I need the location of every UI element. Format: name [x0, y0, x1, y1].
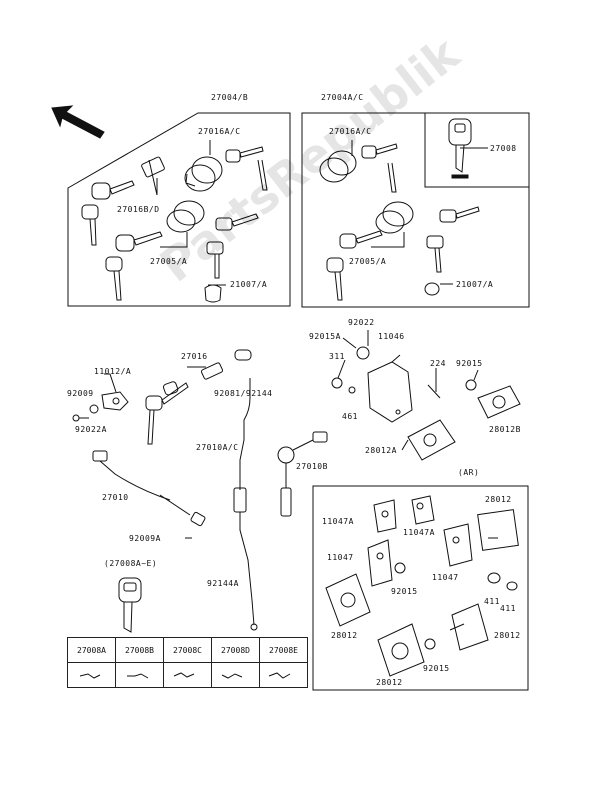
label-28012b: 28012B	[489, 425, 521, 434]
label-28012a: 28012A	[365, 446, 397, 455]
lock-cylinder-icon	[141, 146, 268, 303]
label-ar-28012-top: 28012	[485, 495, 512, 504]
key-table-header: 27008B	[115, 637, 164, 663]
key-cut-icon	[67, 662, 116, 688]
label-27008a-e: (27008A~E)	[104, 559, 158, 568]
reflector-28012b-icon	[477, 385, 521, 419]
label-27010a-c: 27010A/C	[196, 443, 239, 452]
ignition-switch-cable-icon	[233, 349, 258, 631]
label-21007-a-right: 21007/A	[456, 280, 494, 289]
leader-lines-mid	[337, 330, 479, 451]
label-92022: 92022	[348, 318, 375, 327]
label-461: 461	[342, 412, 358, 421]
master-key-icon	[448, 118, 473, 173]
label-27016a-c-right: 27016A/C	[329, 127, 372, 136]
label-27010b: 27010B	[296, 462, 328, 471]
label-27008: 27008	[490, 144, 517, 153]
label-92009: 92009	[67, 389, 94, 398]
ignition-key-icon	[81, 180, 163, 301]
bracket-11012-icon	[72, 373, 129, 422]
label-ar-11047a-1: 11047A	[322, 517, 354, 526]
label-92081-92144: 92081/92144	[214, 389, 273, 398]
label-27016b-d: 27016B/D	[117, 205, 160, 214]
key-box	[424, 113, 529, 188]
label-27005-a-right: 27005/A	[349, 257, 387, 266]
reflector-28012a-icon	[407, 419, 456, 461]
key-variant-table: 27008A 27008B 27008C 27008D 27008E	[67, 637, 308, 688]
label-ar-11047-1: 11047	[327, 553, 354, 562]
label-27016a-c-left: 27016A/C	[198, 127, 241, 136]
label-92009a: 92009A	[129, 534, 161, 543]
label-224: 224	[430, 359, 446, 368]
key-table-header: 27008A	[67, 637, 116, 663]
label-11046: 11046	[378, 332, 405, 341]
key-table-header: 27008E	[259, 637, 308, 663]
switch-key-icon	[145, 362, 224, 445]
key-cut-icon	[259, 662, 308, 688]
label-92022a: 92022A	[75, 425, 107, 434]
label-27010: 27010	[102, 493, 129, 502]
ar-parts-icon	[325, 495, 519, 677]
key-cut-icon	[211, 662, 260, 688]
key-cut-icon	[115, 662, 164, 688]
key-table-icon-row	[67, 662, 308, 688]
label-ar-411-1: 411	[484, 597, 500, 606]
direction-arrow-icon	[51, 105, 105, 139]
label-ar: (AR)	[458, 468, 480, 477]
key-blank-icon	[118, 577, 142, 633]
label-311: 311	[329, 352, 345, 361]
label-ar-92015-2: 92015	[423, 664, 450, 673]
group-box-left	[67, 112, 291, 307]
label-92015a: 92015A	[309, 332, 341, 341]
label-group-right: 27004A/C	[321, 93, 364, 102]
label-21007-a-left: 21007/A	[230, 280, 268, 289]
key-table-header: 27008C	[163, 637, 212, 663]
key-table-header-row: 27008A 27008B 27008C 27008D 27008E	[67, 637, 308, 663]
label-92144a: 92144A	[207, 579, 239, 588]
lock-set-icon	[319, 143, 480, 301]
leader-lines-right	[351, 140, 488, 285]
key-table-header: 27008D	[211, 637, 260, 663]
label-ar-11047-2: 11047	[432, 573, 459, 582]
label-ar-11047a-2: 11047A	[403, 528, 435, 537]
label-27005-a-left: 27005/A	[150, 257, 188, 266]
sensor-27010b-icon	[277, 431, 328, 517]
wire-harness-27010-icon	[92, 450, 206, 539]
label-92015: 92015	[456, 359, 483, 368]
leader-lines-left	[148, 140, 226, 286]
key-cut-icon	[163, 662, 212, 688]
label-ar-411-2: 411	[500, 604, 516, 613]
label-ar-28012-mid: 28012	[331, 631, 358, 640]
group-box-ar	[312, 485, 529, 691]
group-box-right	[301, 112, 530, 308]
label-ar-28012-right: 28012	[494, 631, 521, 640]
label-27016: 27016	[181, 352, 208, 361]
reflector-bracket-icon	[331, 346, 477, 423]
label-group-left: 27004/B	[211, 93, 249, 102]
label-ar-92015-1: 92015	[391, 587, 418, 596]
label-11012-a: 11012/A	[94, 367, 132, 376]
label-ar-28012-bot: 28012	[376, 678, 403, 687]
